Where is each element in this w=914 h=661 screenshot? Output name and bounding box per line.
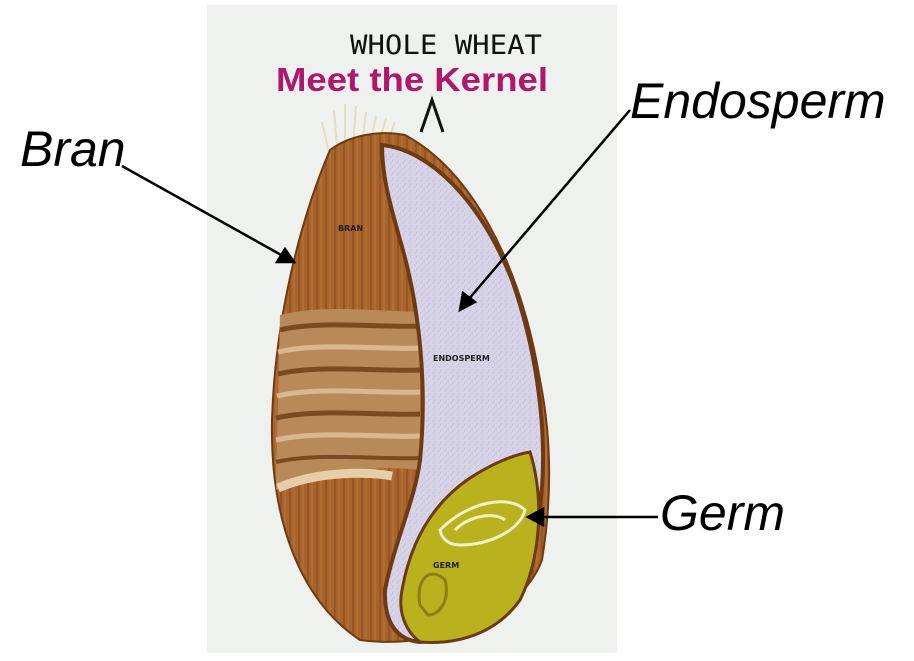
handwritten-note: WHOLE WHEAT: [350, 30, 542, 61]
bran-inner-label: BRAN: [338, 224, 363, 233]
endosperm-inner-label: ENDOSPERM: [433, 354, 490, 363]
poster-title: Meet the Kernel: [276, 61, 548, 98]
endosperm-callout-label: Endosperm: [630, 73, 886, 129]
bran-callout-label: Bran: [20, 121, 126, 177]
bran-cross-section-layers: [276, 309, 420, 490]
germ-callout-label: Germ: [660, 485, 785, 541]
germ-inner-label: GERM: [433, 561, 459, 570]
